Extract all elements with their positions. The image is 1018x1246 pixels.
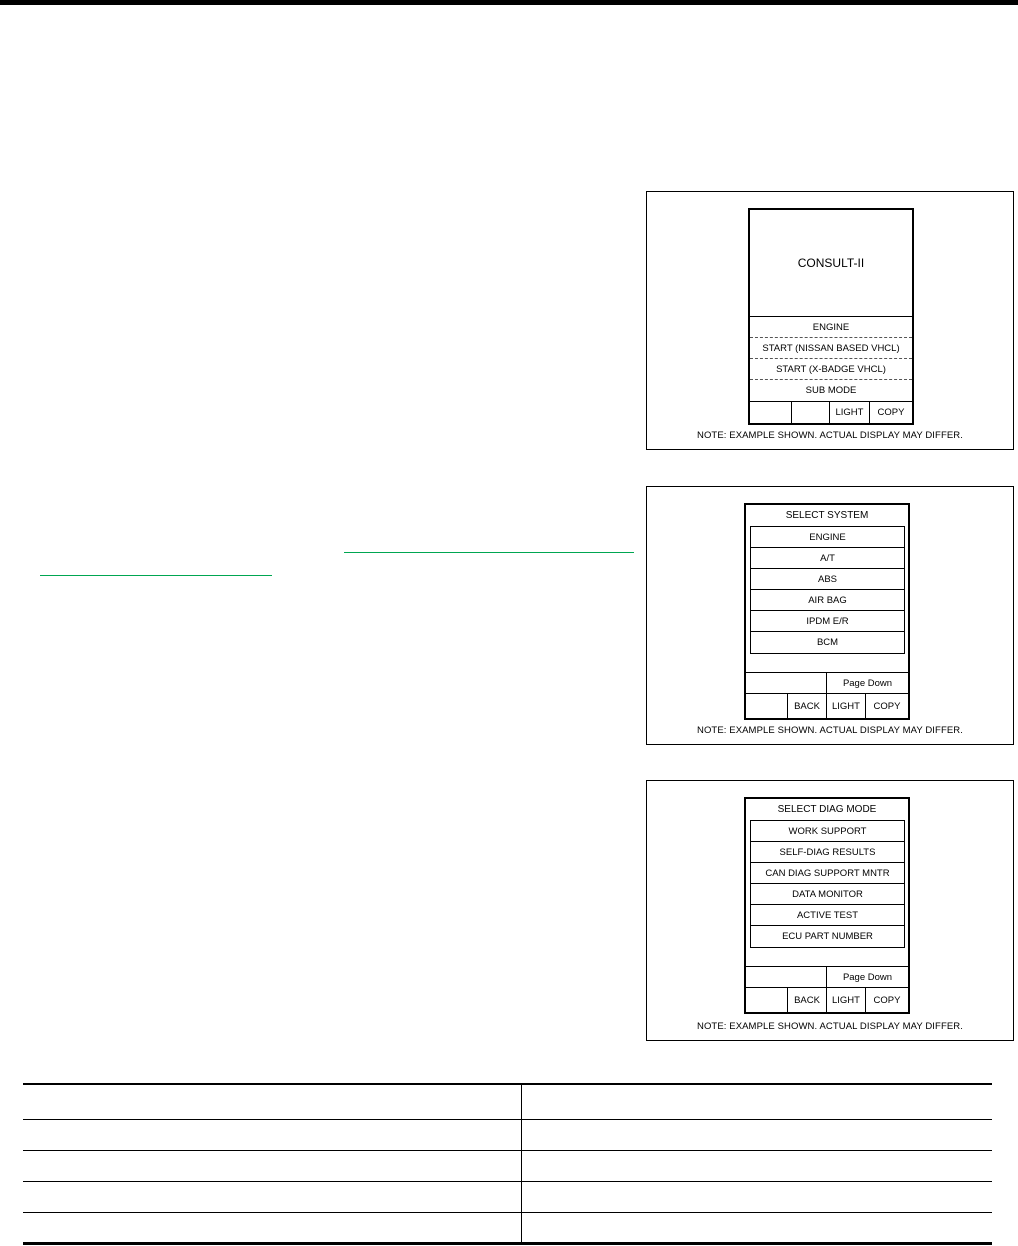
table-header-row bbox=[23, 1084, 992, 1120]
light-button[interactable]: LIGHT bbox=[827, 988, 866, 1012]
soft-button-row: BACK LIGHT COPY bbox=[746, 693, 908, 718]
table-cell bbox=[23, 1150, 522, 1182]
table-cell bbox=[23, 1212, 522, 1243]
table-cell bbox=[23, 1084, 522, 1120]
reference-link[interactable] bbox=[344, 552, 634, 553]
diag-item-data-monitor[interactable]: DATA MONITOR bbox=[751, 884, 904, 905]
consult-screen: SELECT DIAG MODE WORK SUPPORT SELF-DIAG … bbox=[744, 797, 910, 1014]
consult-screen: SELECT SYSTEM ENGINE A/T ABS AIR BAG IPD… bbox=[744, 503, 910, 720]
diag-item-work-support[interactable]: WORK SUPPORT bbox=[751, 821, 904, 842]
soft-button-row: LIGHT COPY bbox=[750, 401, 912, 423]
copy-button[interactable]: COPY bbox=[873, 994, 901, 1006]
light-button[interactable]: LIGHT bbox=[830, 402, 870, 423]
paging-spacer bbox=[746, 673, 827, 693]
specification-table bbox=[23, 1083, 992, 1245]
copy-button[interactable]: COPY bbox=[877, 407, 905, 418]
consult-screen: CONSULT-II ENGINE START (NISSAN BASED VH… bbox=[748, 208, 914, 425]
system-item-air-bag[interactable]: AIR BAG bbox=[751, 590, 904, 611]
copy-button[interactable]: COPY bbox=[873, 700, 901, 712]
table-row bbox=[23, 1212, 992, 1243]
table-cell bbox=[23, 1181, 522, 1213]
page-down-button[interactable]: Page Down bbox=[842, 971, 893, 983]
soft-button-row: BACK LIGHT COPY bbox=[746, 987, 908, 1012]
select-system-figure: SELECT SYSTEM ENGINE A/T ABS AIR BAG IPD… bbox=[646, 486, 1014, 745]
table-row bbox=[23, 1119, 992, 1151]
table-row bbox=[23, 1181, 992, 1213]
table-cell bbox=[521, 1181, 992, 1213]
header-rule bbox=[0, 0, 1018, 5]
table-cell bbox=[521, 1119, 992, 1151]
blank-button[interactable] bbox=[792, 402, 830, 423]
paging-spacer bbox=[746, 967, 827, 987]
reference-link-continued[interactable] bbox=[40, 575, 272, 576]
table-cell bbox=[23, 1119, 522, 1151]
system-item-engine[interactable]: ENGINE bbox=[751, 527, 904, 548]
screen-heading: SELECT SYSTEM bbox=[785, 510, 869, 521]
paging-row: Page Down bbox=[746, 966, 908, 987]
table-cell bbox=[521, 1212, 992, 1243]
menu-item-engine[interactable]: ENGINE bbox=[750, 317, 912, 338]
diag-item-active-test[interactable]: ACTIVE TEST bbox=[751, 905, 904, 926]
screen-heading: SELECT DIAG MODE bbox=[777, 804, 877, 815]
select-diag-mode-figure: SELECT DIAG MODE WORK SUPPORT SELF-DIAG … bbox=[646, 780, 1014, 1041]
menu-item-sub-mode[interactable]: SUB MODE bbox=[805, 385, 857, 396]
menu-item-start-nissan[interactable]: START (NISSAN BASED VHCL) bbox=[750, 338, 912, 359]
light-button[interactable]: LIGHT bbox=[827, 694, 866, 718]
back-button[interactable]: BACK bbox=[788, 988, 827, 1012]
back-button[interactable]: BACK bbox=[788, 694, 827, 718]
figure-note: NOTE: EXAMPLE SHOWN. ACTUAL DISPLAY MAY … bbox=[696, 725, 963, 736]
diag-item-ecu-part-number[interactable]: ECU PART NUMBER bbox=[782, 931, 873, 942]
figure-note: NOTE: EXAMPLE SHOWN. ACTUAL DISPLAY MAY … bbox=[696, 1021, 963, 1032]
consult-start-screen-figure: CONSULT-II ENGINE START (NISSAN BASED VH… bbox=[646, 191, 1014, 450]
system-item-bcm[interactable]: BCM bbox=[816, 637, 839, 648]
paging-row: Page Down bbox=[746, 672, 908, 693]
system-item-abs[interactable]: ABS bbox=[751, 569, 904, 590]
table-row bbox=[23, 1150, 992, 1182]
blank-button[interactable] bbox=[746, 694, 788, 718]
system-item-at[interactable]: A/T bbox=[751, 548, 904, 569]
menu-item-start-xbadge[interactable]: START (X-BADGE VHCL) bbox=[750, 359, 912, 380]
figure-note: NOTE: EXAMPLE SHOWN. ACTUAL DISPLAY MAY … bbox=[696, 430, 963, 441]
diag-mode-list: WORK SUPPORT SELF-DIAG RESULTS CAN DIAG … bbox=[750, 820, 905, 948]
page-down-button[interactable]: Page Down bbox=[842, 677, 893, 689]
diag-item-self-diag-results[interactable]: SELF-DIAG RESULTS bbox=[751, 842, 904, 863]
blank-button[interactable] bbox=[750, 402, 792, 423]
table-cell bbox=[521, 1150, 992, 1182]
system-list: ENGINE A/T ABS AIR BAG IPDM E/R BCM bbox=[750, 526, 905, 654]
system-item-ipdm[interactable]: IPDM E/R bbox=[751, 611, 904, 632]
diag-item-can-diag-support[interactable]: CAN DIAG SUPPORT MNTR bbox=[751, 863, 904, 884]
table-cell bbox=[521, 1084, 992, 1120]
blank-button[interactable] bbox=[746, 988, 788, 1012]
screen-title: CONSULT-II bbox=[750, 210, 912, 317]
